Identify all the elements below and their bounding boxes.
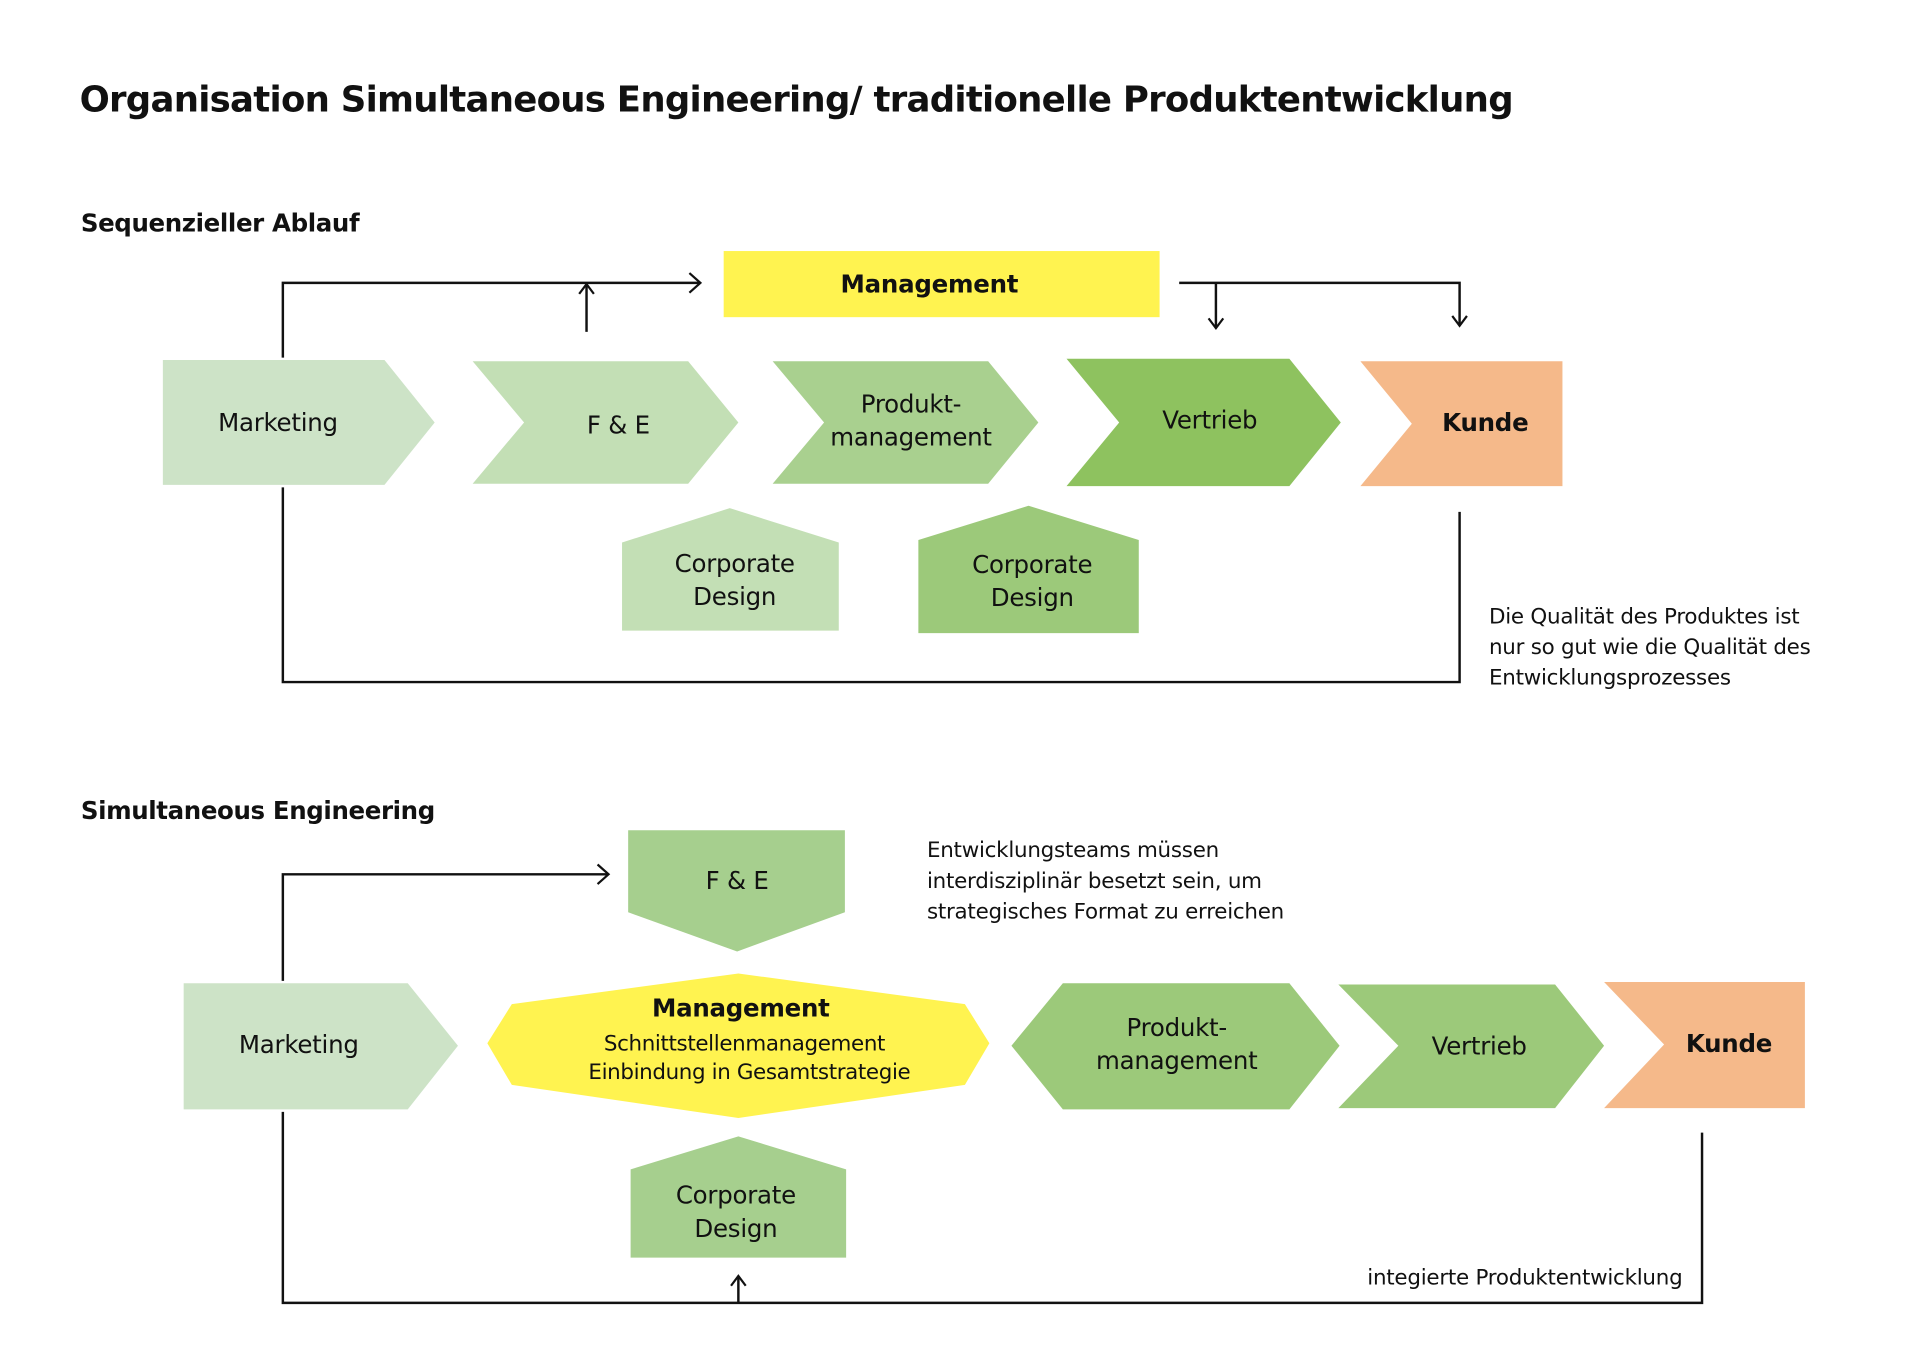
section-heading-sequential: Sequenzieller Ablauf <box>81 208 360 237</box>
sim-fe-shape <box>628 830 845 952</box>
sim-produktmanagement-line2: management <box>1096 1046 1258 1075</box>
seq-marketing-to-management-connector <box>281 272 703 358</box>
seq-management-label: Management <box>841 270 1019 299</box>
seq-management-box: Management <box>723 251 1160 318</box>
sim-management-shape <box>487 973 990 1118</box>
sim-loop-label: integierte Produktentwicklung <box>1367 1266 1682 1291</box>
kunde-shape <box>1360 361 1563 487</box>
note-line: interdisziplinär besetzt sein, um <box>927 869 1262 894</box>
marketing-shape <box>162 360 435 485</box>
sim-corporate-design-line2: Design <box>694 1214 777 1243</box>
produktmanagement-label-line2: management <box>830 423 992 452</box>
note-line: Die Qualität des Produktes ist <box>1489 604 1799 629</box>
fe-shape <box>472 361 739 484</box>
sim-produktmanagement-line1: Produkt- <box>1126 1013 1227 1042</box>
sim-kunde-label: Kunde <box>1686 1029 1772 1058</box>
sim-management-line2: Einbindung in Gesamtstrategie <box>588 1060 910 1085</box>
section-heading-simultaneous: Simultaneous Engineering <box>81 796 435 825</box>
sim-team-note: Entwicklungsteams müssen interdisziplinä… <box>927 838 1284 924</box>
kunde-label: Kunde <box>1442 408 1528 437</box>
sim-corporate-design-line1: Corporate <box>676 1181 796 1210</box>
arrow-down-icon <box>1451 315 1468 328</box>
seq-corporate-design-1: Corporate Design <box>622 508 839 631</box>
seq-step-fe: F & E <box>472 361 739 484</box>
connector-line <box>281 873 608 981</box>
seq-step-vertrieb: Vertrieb <box>1066 358 1341 487</box>
sim-corporate-design-shape <box>630 1136 847 1258</box>
corporate-design-label-line1: Corporate <box>675 549 795 578</box>
sim-step-produktmanagement: Produkt- management <box>1011 983 1340 1110</box>
sim-management-title: Management <box>652 993 830 1022</box>
vertrieb-shape <box>1066 358 1341 487</box>
seq-quality-note: Die Qualität des Produktes ist nur so gu… <box>1489 604 1811 690</box>
produktmanagement-shape <box>772 361 1039 484</box>
arrow-right-icon <box>688 272 703 294</box>
corporate-design-label-line2: Design <box>693 582 776 611</box>
sim-integration-loop <box>281 1111 1704 1305</box>
seq-step-marketing: Marketing <box>162 360 435 485</box>
sim-produktmanagement-shape <box>1011 983 1340 1110</box>
sim-vertrieb-shape <box>1338 984 1605 1109</box>
note-line: Entwicklungsprozesses <box>1489 666 1731 691</box>
note-line: nur so gut wie die Qualität des <box>1489 635 1811 660</box>
note-line: strategisches Format zu erreichen <box>927 899 1284 924</box>
fe-label: F & E <box>587 410 650 439</box>
corporate-design-shape <box>622 508 839 631</box>
sim-fe-box: F & E <box>628 830 845 952</box>
seq-feedback-loop-line <box>281 487 1461 684</box>
seq-management-shape <box>723 251 1160 318</box>
sim-step-vertrieb: Vertrieb <box>1338 984 1605 1109</box>
corporate-design-shape <box>918 505 1139 634</box>
sim-step-kunde: Kunde <box>1604 982 1805 1109</box>
connector-line <box>281 281 700 358</box>
sim-corporate-design: Corporate Design <box>630 1136 847 1258</box>
sim-kunde-shape <box>1604 982 1805 1109</box>
sim-vertrieb-label: Vertrieb <box>1432 1031 1527 1060</box>
seq-step-produktmanagement: Produkt- management <box>772 361 1039 484</box>
sim-marketing-label: Marketing <box>239 1030 359 1059</box>
marketing-label: Marketing <box>218 408 338 437</box>
page-title: Organisation Simultaneous Engineering/ t… <box>80 79 1513 120</box>
sim-management-line1: Schnittstellenmanagement <box>604 1032 885 1057</box>
vertrieb-label: Vertrieb <box>1162 406 1257 435</box>
produktmanagement-label-line1: Produkt- <box>861 390 962 419</box>
sim-fe-label: F & E <box>706 866 769 895</box>
arrow-up-icon <box>730 1274 747 1287</box>
connector-line <box>1179 281 1461 326</box>
arrow-down-icon <box>1207 317 1225 331</box>
sim-step-marketing: Marketing <box>183 983 458 1110</box>
arrow-up-icon <box>578 282 595 295</box>
seq-step-kunde: Kunde <box>1360 361 1563 487</box>
arrow-right-icon <box>596 863 611 885</box>
sim-marketing-to-fe-connector <box>281 863 611 981</box>
seq-corporate-design-2: Corporate Design <box>918 505 1139 634</box>
seq-management-to-sales-connector <box>1179 281 1468 331</box>
sim-marketing-shape <box>183 983 458 1110</box>
corporate-design-label-line1: Corporate <box>972 550 1092 579</box>
corporate-design-label-line2: Design <box>991 583 1074 612</box>
note-line: Entwicklungsteams müssen <box>927 838 1219 863</box>
loop-line <box>281 1111 1704 1305</box>
sim-management-box: Management Schnittstellenmanagement Einb… <box>487 973 990 1118</box>
